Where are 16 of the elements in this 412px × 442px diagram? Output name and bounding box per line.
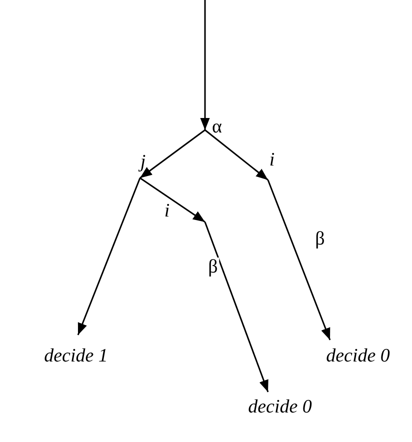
- node-label: i: [164, 202, 170, 222]
- arrow: [140, 177, 206, 223]
- edge-label: β: [207, 258, 219, 278]
- arrow: [204, 129, 268, 181]
- arrow: [200, 0, 210, 130]
- arrow: [77, 178, 141, 336]
- node-label: decide 1: [44, 346, 108, 368]
- junction-label: α: [212, 118, 222, 138]
- arrow: [267, 180, 331, 340]
- edge-label: β: [314, 230, 326, 250]
- node-label: j: [140, 152, 146, 174]
- node-label: decide 0: [248, 398, 312, 418]
- node-label: i: [269, 150, 275, 172]
- arrow: [140, 129, 206, 179]
- node-label: decide 0: [326, 346, 390, 368]
- arrow: [204, 222, 269, 392]
